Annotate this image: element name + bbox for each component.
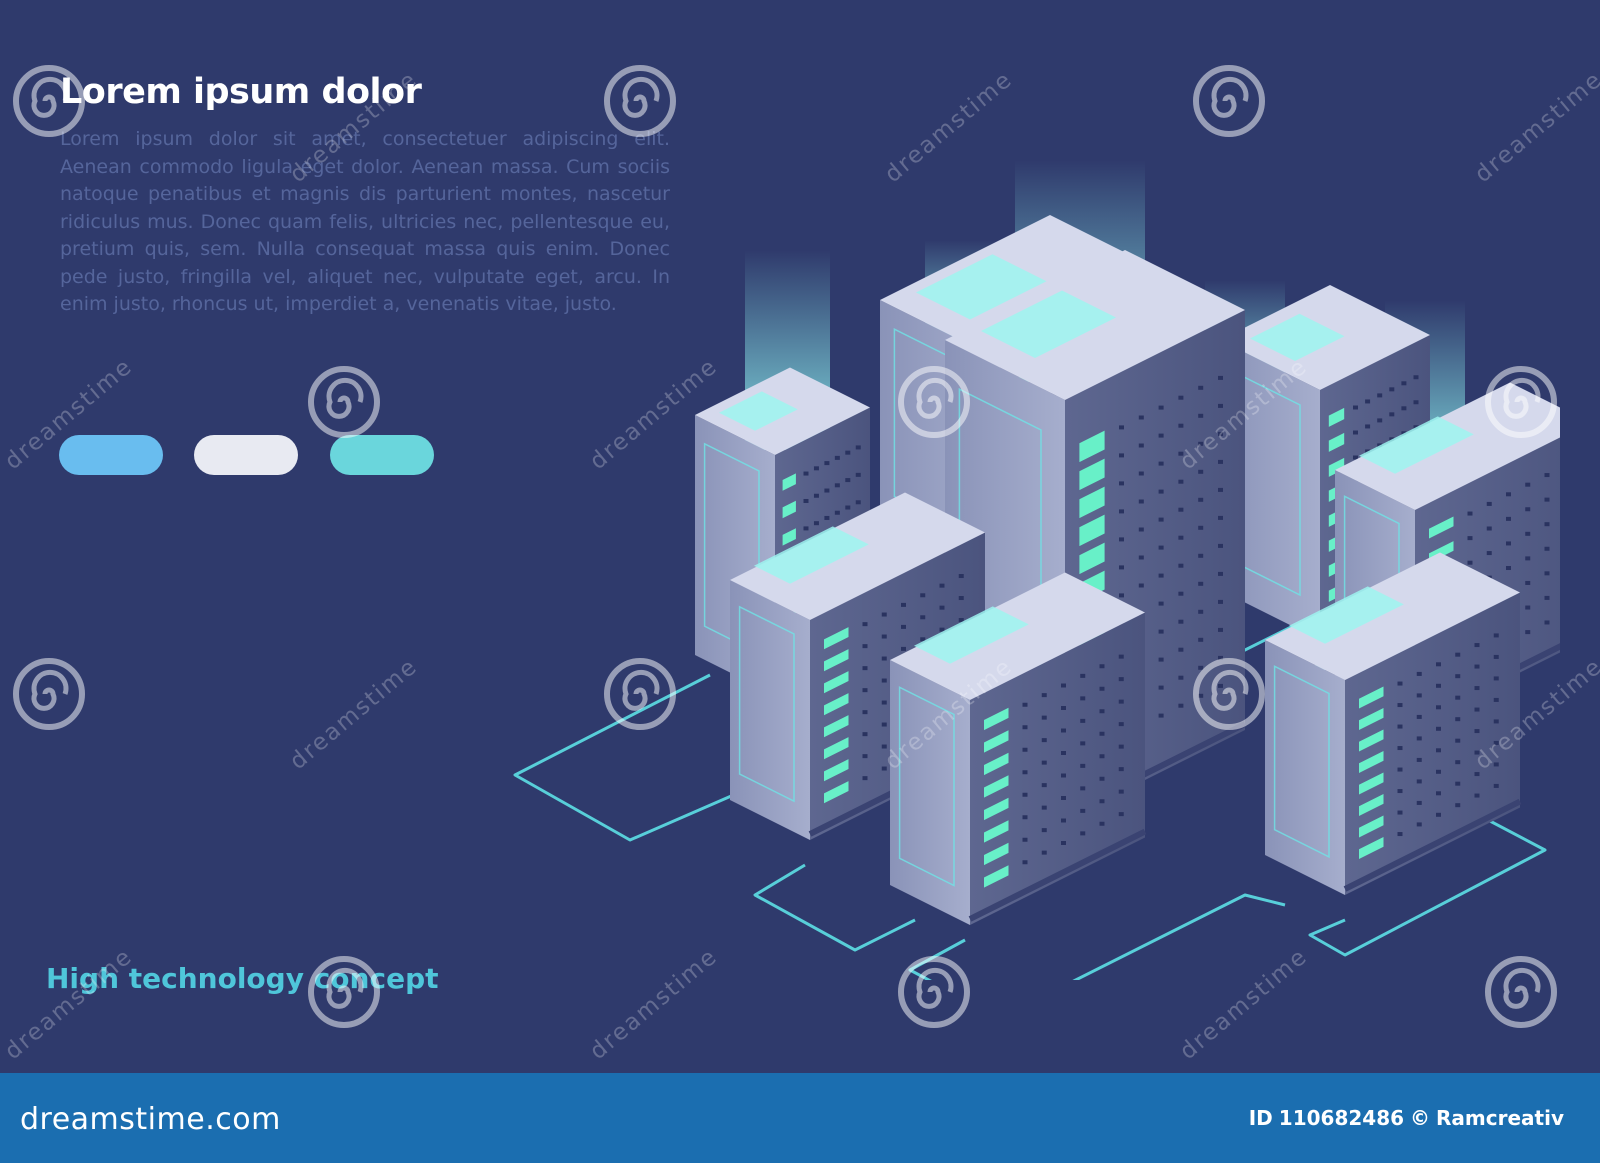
- pill-indicator-3: [330, 435, 434, 475]
- swirl-logo-icon: [1485, 956, 1557, 1028]
- server-rack: [1265, 552, 1522, 895]
- swirl-logo-icon: [604, 65, 676, 137]
- server-rack-illustration: [513, 160, 1560, 980]
- server-racks: [695, 215, 1560, 925]
- swirl-logo-icon: [898, 366, 970, 438]
- watermark-footer: [0, 1073, 1600, 1163]
- swirl-logo-icon: [1193, 65, 1265, 137]
- banner-body-text: Lorem ipsum dolor sit amet, consectetuer…: [60, 128, 670, 315]
- watermark-author: Ramcreativ: [1436, 1106, 1564, 1130]
- swirl-logo-icon: [898, 956, 970, 1028]
- swirl-logo-icon: [1485, 366, 1557, 438]
- swirl-logo-icon: [13, 658, 85, 730]
- watermark-copyright: ©: [1410, 1106, 1431, 1130]
- watermark-id-label: ID: [1248, 1106, 1273, 1130]
- swirl-logo-icon: [308, 956, 380, 1028]
- watermark-site: dreamstime.com: [20, 1102, 281, 1137]
- server-rack: [890, 572, 1147, 925]
- pill-indicator-1: [59, 435, 163, 475]
- swirl-logo-icon: [604, 658, 676, 730]
- swirl-logo-icon: [1193, 658, 1265, 730]
- pill-indicator-2: [194, 435, 298, 475]
- banner-heading: Lorem ipsum dolor: [60, 72, 422, 112]
- swirl-logo-icon: [308, 366, 380, 438]
- watermark-id: 110682486: [1278, 1106, 1405, 1130]
- swirl-logo-icon: [13, 65, 85, 137]
